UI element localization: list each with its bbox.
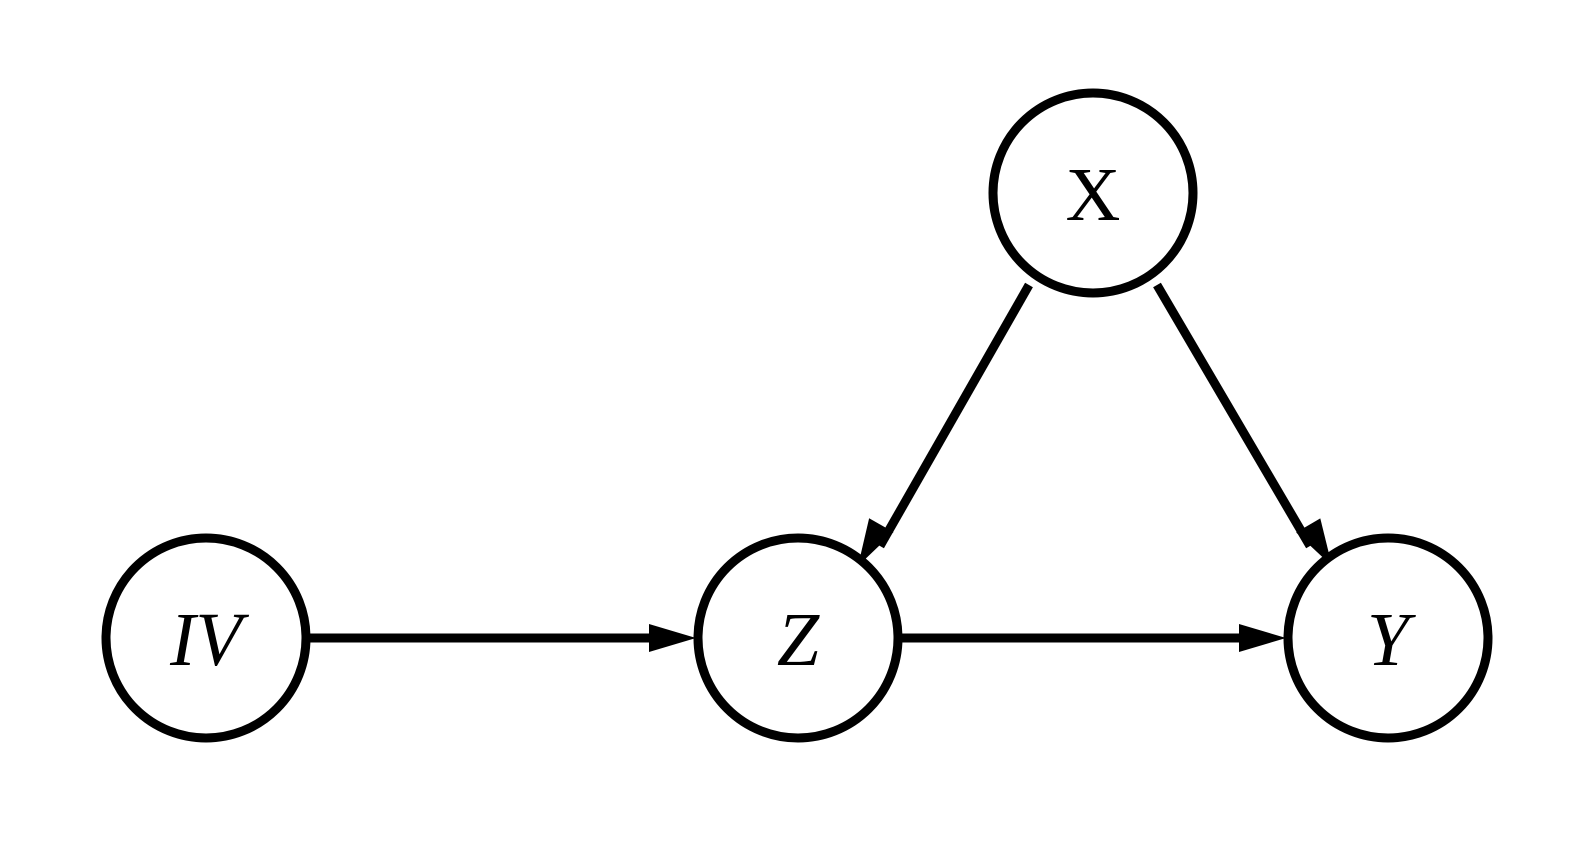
arrowhead-z-to-y xyxy=(1239,624,1286,652)
node-label-z: Z xyxy=(777,598,820,682)
node-iv[interactable]: IV xyxy=(101,533,311,743)
node-label-x: X xyxy=(1066,153,1121,237)
node-y[interactable]: Y xyxy=(1283,533,1493,743)
node-label-iv: IV xyxy=(169,598,249,682)
edge-line-x-to-z xyxy=(876,282,1033,549)
node-circle-x[interactable] xyxy=(988,88,1198,298)
edge-x-to-y xyxy=(1153,282,1332,566)
arrowhead-iv-to-z xyxy=(649,624,696,652)
arrowhead-x-to-z xyxy=(858,518,894,566)
node-x[interactable]: X xyxy=(988,88,1198,298)
edge-z-to-y xyxy=(899,624,1286,652)
nodes-layer: IV Z Y X xyxy=(101,88,1493,743)
edges-layer xyxy=(307,282,1332,652)
edge-line-x-to-y xyxy=(1153,282,1314,549)
node-label-y: Y xyxy=(1367,598,1417,682)
edge-x-to-z xyxy=(858,282,1033,566)
node-z[interactable]: Z xyxy=(693,533,903,743)
node-circle-iv[interactable] xyxy=(101,533,311,743)
edge-iv-to-z xyxy=(307,624,696,652)
node-circle-y[interactable] xyxy=(1283,533,1493,743)
arrowhead-x-to-y xyxy=(1296,518,1332,566)
node-circle-z[interactable] xyxy=(693,533,903,743)
